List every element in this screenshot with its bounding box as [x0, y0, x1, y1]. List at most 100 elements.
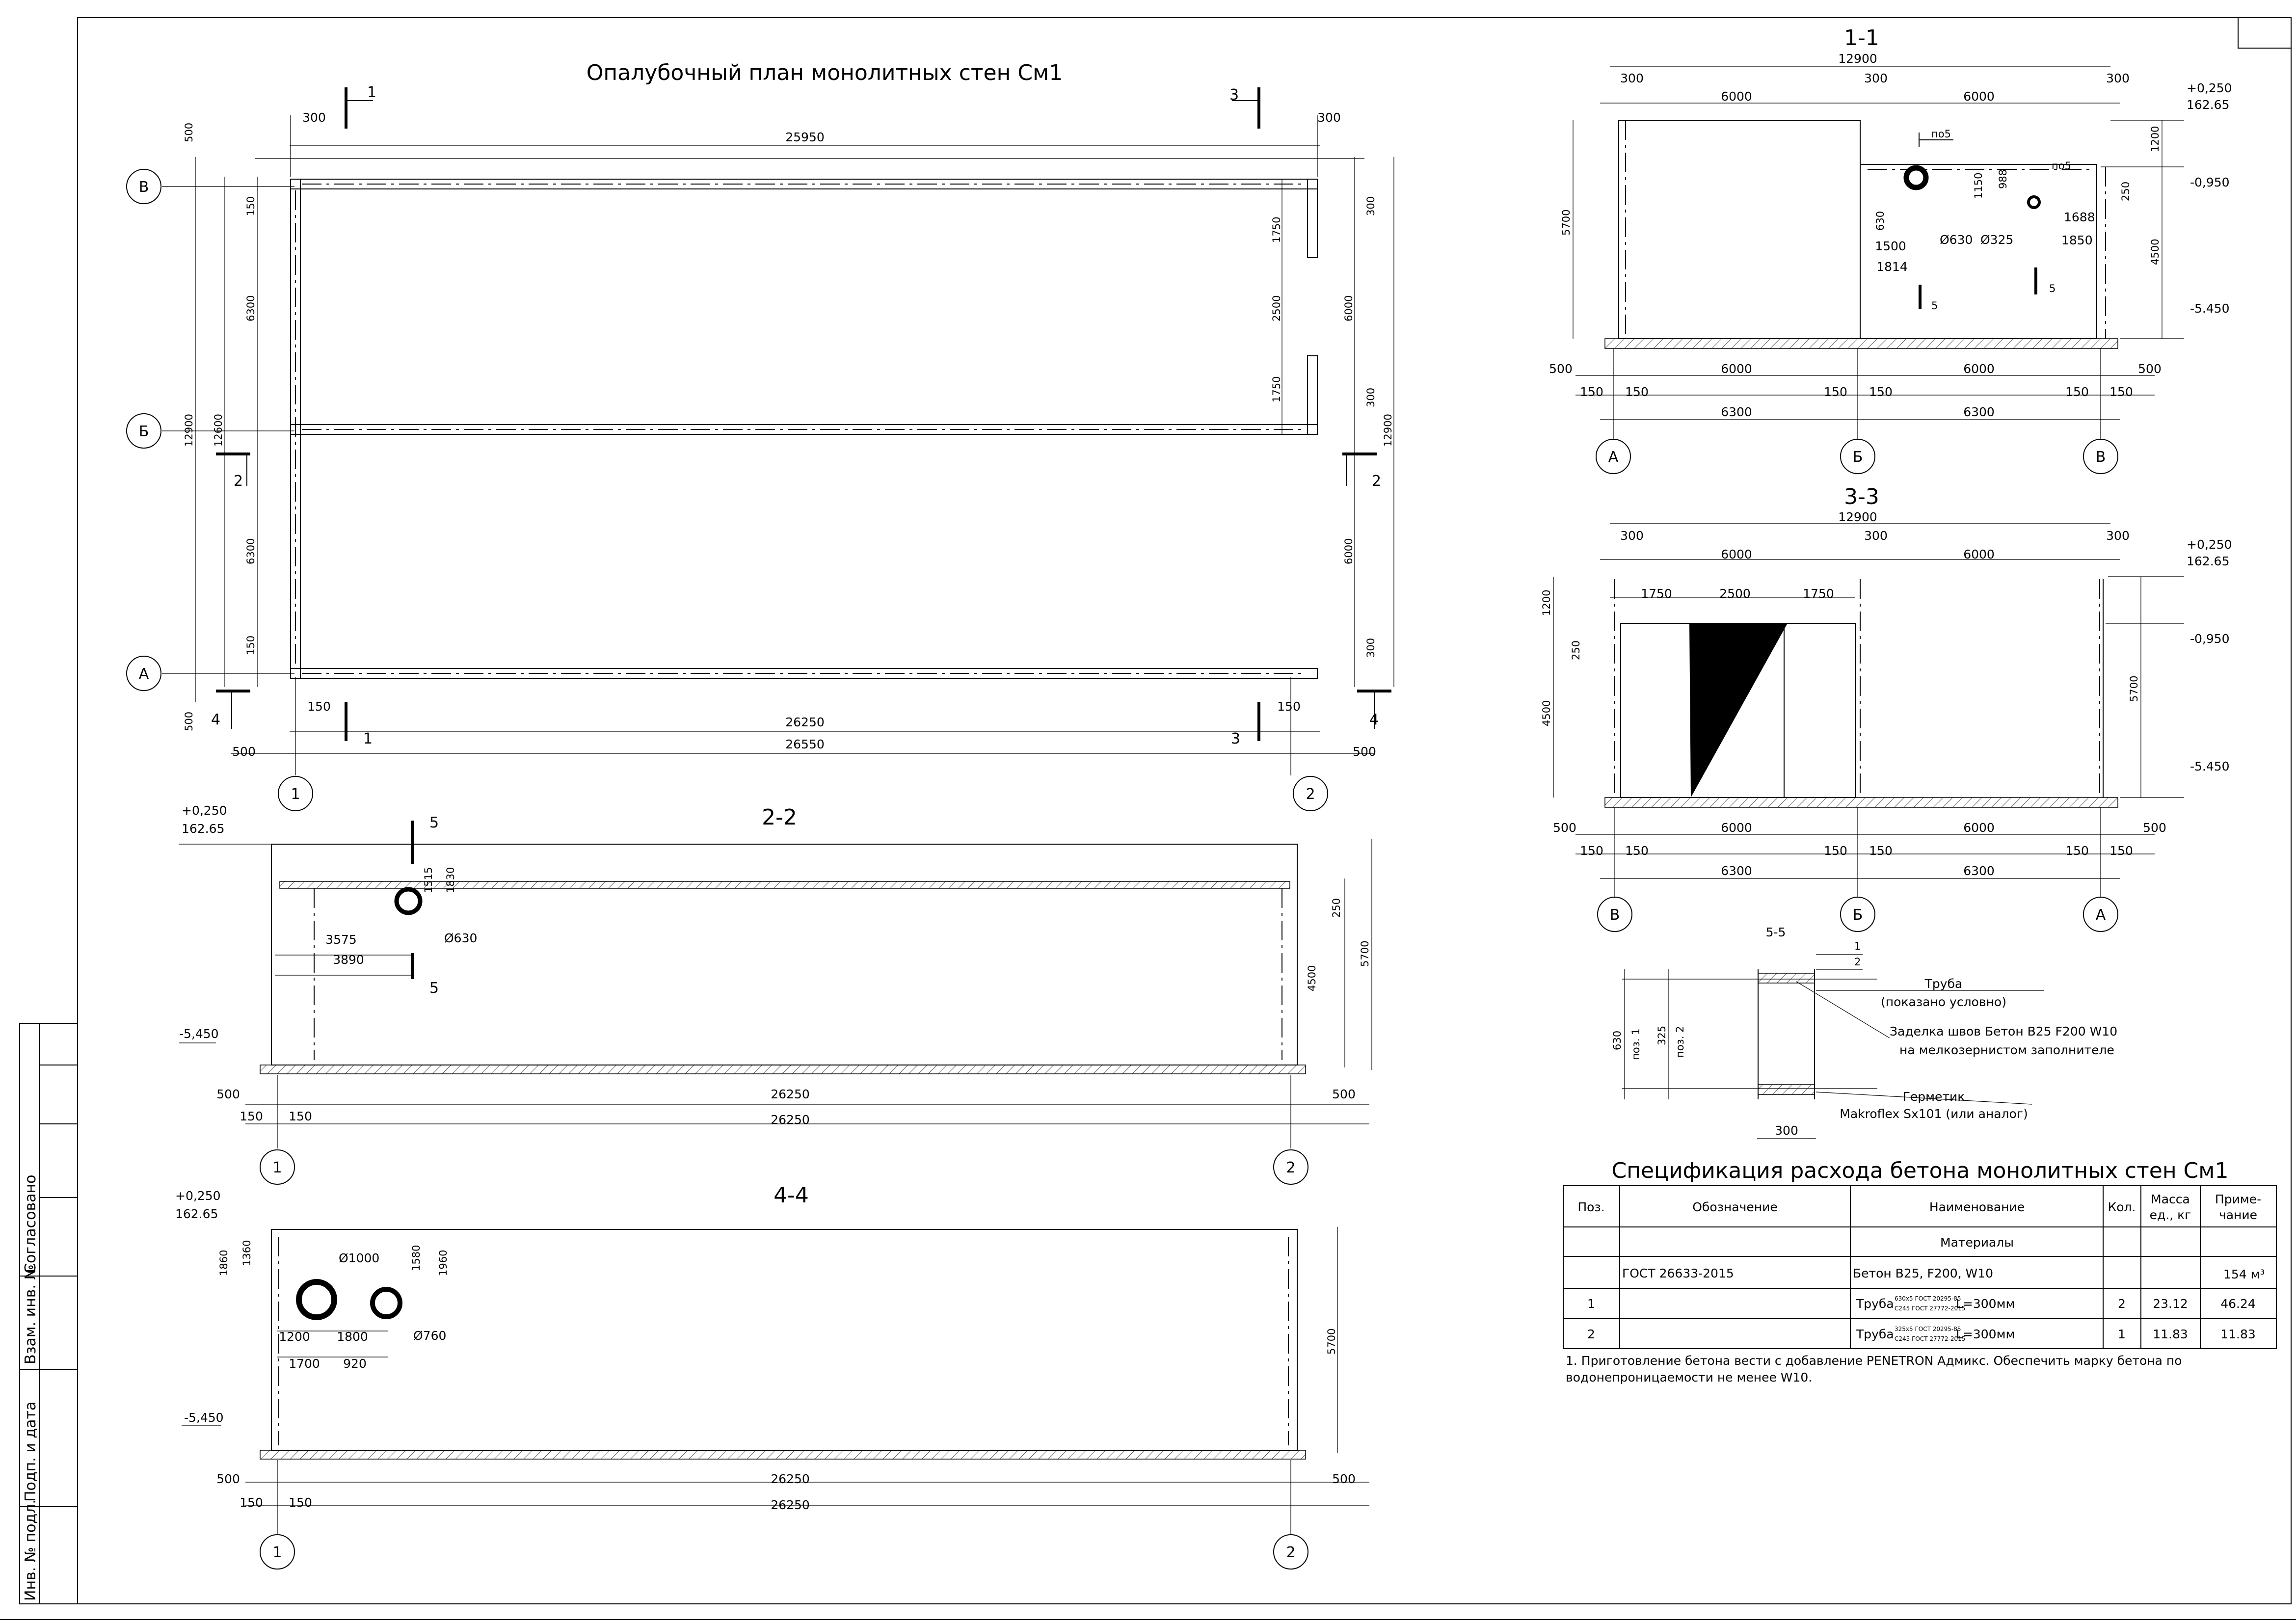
dim-label-s22-d500: 500 [1332, 1087, 1356, 1101]
dim-label-plan-dims-d500: 500 [183, 123, 195, 142]
dim-label-plan-dims-d26250: 26250 [785, 715, 825, 729]
dim-label-spec-rows-2-note: 11.83 [2220, 1327, 2256, 1341]
plan-axis-a: А [139, 666, 149, 683]
dim-label-s11-d630: 630 [1874, 211, 1886, 231]
section-2-2: 2-2 +0,250 162.65 -5,450 5 5 3575 3890 1… [179, 803, 1372, 1185]
dim-label-s11-d1150: 1150 [1973, 173, 1984, 199]
dim-label-s44-d1960: 1960 [437, 1250, 449, 1276]
dim-label-s22-elev_top2: 162.65 [182, 822, 224, 836]
dim-label-s11-d150: 150 [1824, 385, 1847, 399]
dim-label-s22-d26250: 26250 [771, 1087, 810, 1101]
dim-label-spec-rows-1-name_b: 630х5 ГОСТ 20295-85 [1895, 1295, 1961, 1302]
dim-label-s33-elev1: +0,250 [2187, 537, 2232, 552]
dim-label-s44-d5700: 5700 [1326, 1329, 1337, 1355]
dim-label-s44-d26250: 26250 [771, 1498, 810, 1512]
dim-label-plan-dims-d1750: 1750 [1271, 217, 1282, 243]
dim-label-spec-rows-1-poz: 1 [1587, 1297, 1595, 1311]
dim-label-spec-headers-1: Обозначение [1692, 1200, 1777, 1214]
dim-label-spec-rows-2-name_d: L=300мм [1956, 1327, 2015, 1341]
dim-label-s22-d500: 500 [216, 1087, 240, 1101]
dim-label-plan-cuts-c1: 1 [367, 84, 376, 101]
pipe-630-hole [394, 887, 423, 915]
dim-label-s33-axV: В [1610, 906, 1620, 924]
dim-label-spec-rows-0-oboz: ГОСТ 26633-2015 [1622, 1266, 1734, 1280]
dim-label-plan-cuts-c3: 3 [1229, 86, 1239, 104]
section-4-4-title: 4-4 [774, 1183, 809, 1208]
dim-label-spec-rows-2-mass: 11.83 [2153, 1327, 2188, 1341]
dim-label-s55-pipe: Труба [1924, 977, 1963, 991]
dim-label-s33-d6300: 6300 [1963, 864, 1995, 878]
pipe-630-hole-s11 [1903, 165, 1929, 190]
dim-label-spec-section: Материалы [1940, 1235, 2014, 1250]
dim-label-s55-seal2: на мелкозернистом заполнителе [1899, 1043, 2114, 1057]
dim-label-s22-d150: 150 [289, 1109, 312, 1123]
dim-label-s11-axV: В [2096, 449, 2106, 466]
dim-label-plan-dims-d500: 500 [1353, 745, 1376, 759]
dim-label-s11-cut5: 5 [1931, 300, 1938, 312]
dim-label-s11-axA: А [1608, 449, 1619, 466]
dim-label-s11-cut5: 5 [2049, 283, 2056, 294]
dim-label-s22-cut5: 5 [429, 814, 439, 831]
dim-label-s33-d1200: 1200 [1541, 590, 1552, 616]
plan-dims-right: 1750 2500 1750 300 6000 300 6000 300 129… [1271, 157, 1394, 687]
dim-label-s11-d150: 150 [2109, 385, 2133, 399]
dim-label-s11-d500: 500 [2138, 362, 2162, 376]
dim-label-s11-d6300: 6300 [1963, 405, 1995, 419]
dim-label-s44-elev_bot: -5,450 [184, 1411, 224, 1425]
dim-label-s33-d150: 150 [2109, 844, 2133, 858]
formwork-plan: Опалубочный план монолитных стен См1 В Б… [126, 60, 1394, 811]
dim-label-s11-d1688: 1688 [2064, 210, 2095, 224]
dim-label-s22-d3890: 3890 [333, 953, 364, 967]
section-1-1: 1-1 12900 300 6000 300 6000 300 по5 по5 … [1549, 26, 2232, 474]
dim-label-s11-d1200: 1200 [2149, 126, 2161, 152]
dim-label-s11-d300: 300 [1620, 71, 1644, 85]
dim-label-spec-rows-2-name_a: Труба [1856, 1327, 1894, 1341]
dim-label-s33-d6000: 6000 [1963, 547, 1995, 561]
dim-label-s11-d988: 988 [1997, 169, 2009, 189]
dim-label-s33-d1750: 1750 [1803, 586, 1834, 601]
dim-label-s22-d4500: 4500 [1306, 965, 1318, 991]
dim-label-s22-d1830: 1830 [445, 867, 456, 893]
dim-label-s33-axA: А [2096, 906, 2106, 924]
dim-label-s33-d6000: 6000 [1721, 547, 1752, 561]
pipe-1000-hole [296, 1279, 337, 1320]
dim-label-spec-headers-0: Поз. [1577, 1200, 1604, 1214]
dim-label-s11-elev1b: 162.65 [2187, 98, 2229, 112]
stamp-vzam: Взам. инв. № [22, 1264, 39, 1364]
dim-label-s22-cut5: 5 [429, 980, 439, 997]
dim-label-s11-elev2: -0,950 [2190, 175, 2230, 189]
dim-label-plan-dims-d2500: 2500 [1271, 295, 1282, 321]
plan-cut-markers: 1 3 1 3 2 2 4 4 [211, 84, 1391, 747]
dim-label-s22-d5700: 5700 [1359, 941, 1371, 967]
dim-label-s33-d250: 250 [1570, 640, 1582, 660]
dim-label-plan-dims-d12900: 12900 [183, 414, 195, 447]
dim-label-s11-d250: 250 [2120, 182, 2132, 201]
dim-label-s33-d500: 500 [1553, 821, 1576, 835]
stamp-inv: Инв. № подл. [22, 1499, 39, 1601]
dim-label-s33-d150: 150 [1625, 844, 1649, 858]
dim-label-plan-dims-d1750: 1750 [1271, 376, 1282, 402]
dim-label-plan-cuts-c3: 3 [1231, 730, 1240, 747]
dim-label-plan-cuts-c2: 2 [1372, 473, 1381, 490]
dim-label-plan-dims-d12600: 12600 [213, 414, 224, 447]
dim-label-s55-d630: 630 [1611, 1031, 1623, 1050]
dim-label-s11-d6300: 6300 [1721, 405, 1752, 419]
sheet-frame [77, 17, 2292, 1604]
dim-label-plan-dims-d6000: 6000 [1343, 295, 1355, 321]
dim-label-plan-dims-d150: 150 [245, 636, 257, 655]
dim-label-plan-dims-d500: 500 [232, 745, 256, 759]
dim-label-plan-dims-d300: 300 [1365, 638, 1377, 658]
dim-label-s11-axB: Б [1853, 449, 1863, 466]
dim-label-spec-rows-2-name_c: С245 ГОСТ 27772-2015 [1895, 1335, 1965, 1342]
dim-label-spec-rows-2-name_b: 325х5 ГОСТ 20295-85 [1895, 1326, 1961, 1332]
plan-axis-2: 2 [1306, 786, 1315, 803]
section-2-2-title: 2-2 [762, 805, 797, 830]
dim-label-s33-d6300: 6300 [1721, 864, 1752, 878]
dim-label-s33-axB: Б [1853, 906, 1863, 924]
plan-title: Опалубочный план монолитных стен См1 [587, 60, 1063, 85]
dim-label-s11-d150: 150 [1625, 385, 1649, 399]
dim-label-s44-d1800: 1800 [337, 1330, 368, 1344]
dim-label-s22-d3575: 3575 [325, 932, 357, 947]
dim-label-spec-rows-1-kol: 2 [2118, 1297, 2126, 1311]
dim-label-s11-d6000: 6000 [1721, 89, 1752, 104]
